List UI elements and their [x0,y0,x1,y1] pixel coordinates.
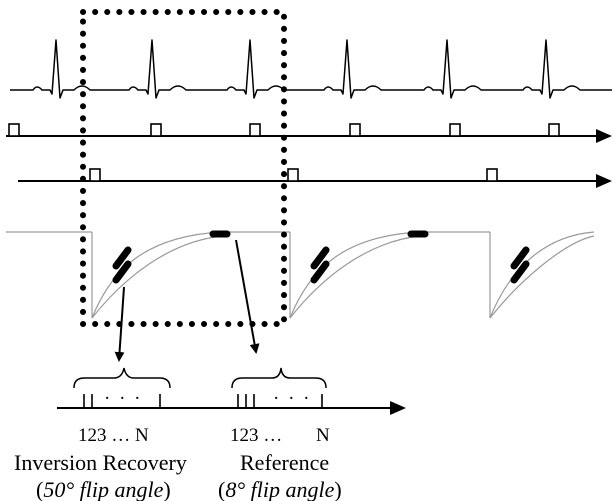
trigger-row [6,123,612,143]
recovery-curve-fast [289,231,421,319]
inversion-row [18,168,612,188]
inversion-arrow-head-icon [596,174,612,188]
recovery-curve-slow [489,235,595,319]
readout-ticks [83,394,323,408]
trigger-pulse [349,123,361,137]
inversion-pulses [89,168,498,182]
right-brace [231,367,327,389]
recovery-curve-fast [91,231,223,319]
right-angle-value: 8° [225,477,245,501]
inversion-pulse [89,168,101,182]
readout-block [310,246,330,270]
recovery-curve-slow [91,235,223,319]
readout-block [310,260,330,284]
zoom-arrow-left [114,286,125,362]
left-ellipsis: · · · [104,388,142,409]
readout-block [112,246,132,270]
trigger-arrow-head-icon [596,129,612,143]
readout-timeline: · · · · · · [57,367,406,415]
trigger-pulse [548,123,560,137]
reference-subtitle: (8° flip angle) [218,477,342,501]
inversion-pulse [486,168,498,182]
readout-block [510,260,530,284]
left-angle-text: flip angle [80,477,164,501]
inversion-pulse [287,168,299,182]
selection-box [80,9,287,327]
trigger-pulse [8,123,20,137]
right-angle-text: flip angle [251,477,335,501]
left-index-label: 123 … N [78,425,149,446]
inversion-recovery-subtitle: (50° flip angle) [36,477,171,501]
left-angle-value: 50° [43,477,74,501]
readout-block [510,246,530,270]
trigger-pulse [449,123,461,137]
right-index-label-n: N [316,425,330,446]
inversion-recovery-title: Inversion Recovery [14,450,187,475]
zoom-arrow-right [235,239,260,354]
recovery-curves [6,230,595,319]
ecg-trace [10,39,612,99]
recovery-curve-slow [289,235,421,319]
left-brace [73,367,171,389]
trigger-pulse [150,123,162,137]
trigger-pulse [249,123,261,137]
readout-arrow-head-icon [390,401,406,415]
readout-block [112,260,132,284]
right-ellipsis: · · · [273,388,311,409]
reference-title: Reference [240,450,329,475]
right-index-label-numbers: 123 … [230,425,282,446]
recovery-curve-fast [489,231,595,319]
trigger-pulses [8,123,560,137]
